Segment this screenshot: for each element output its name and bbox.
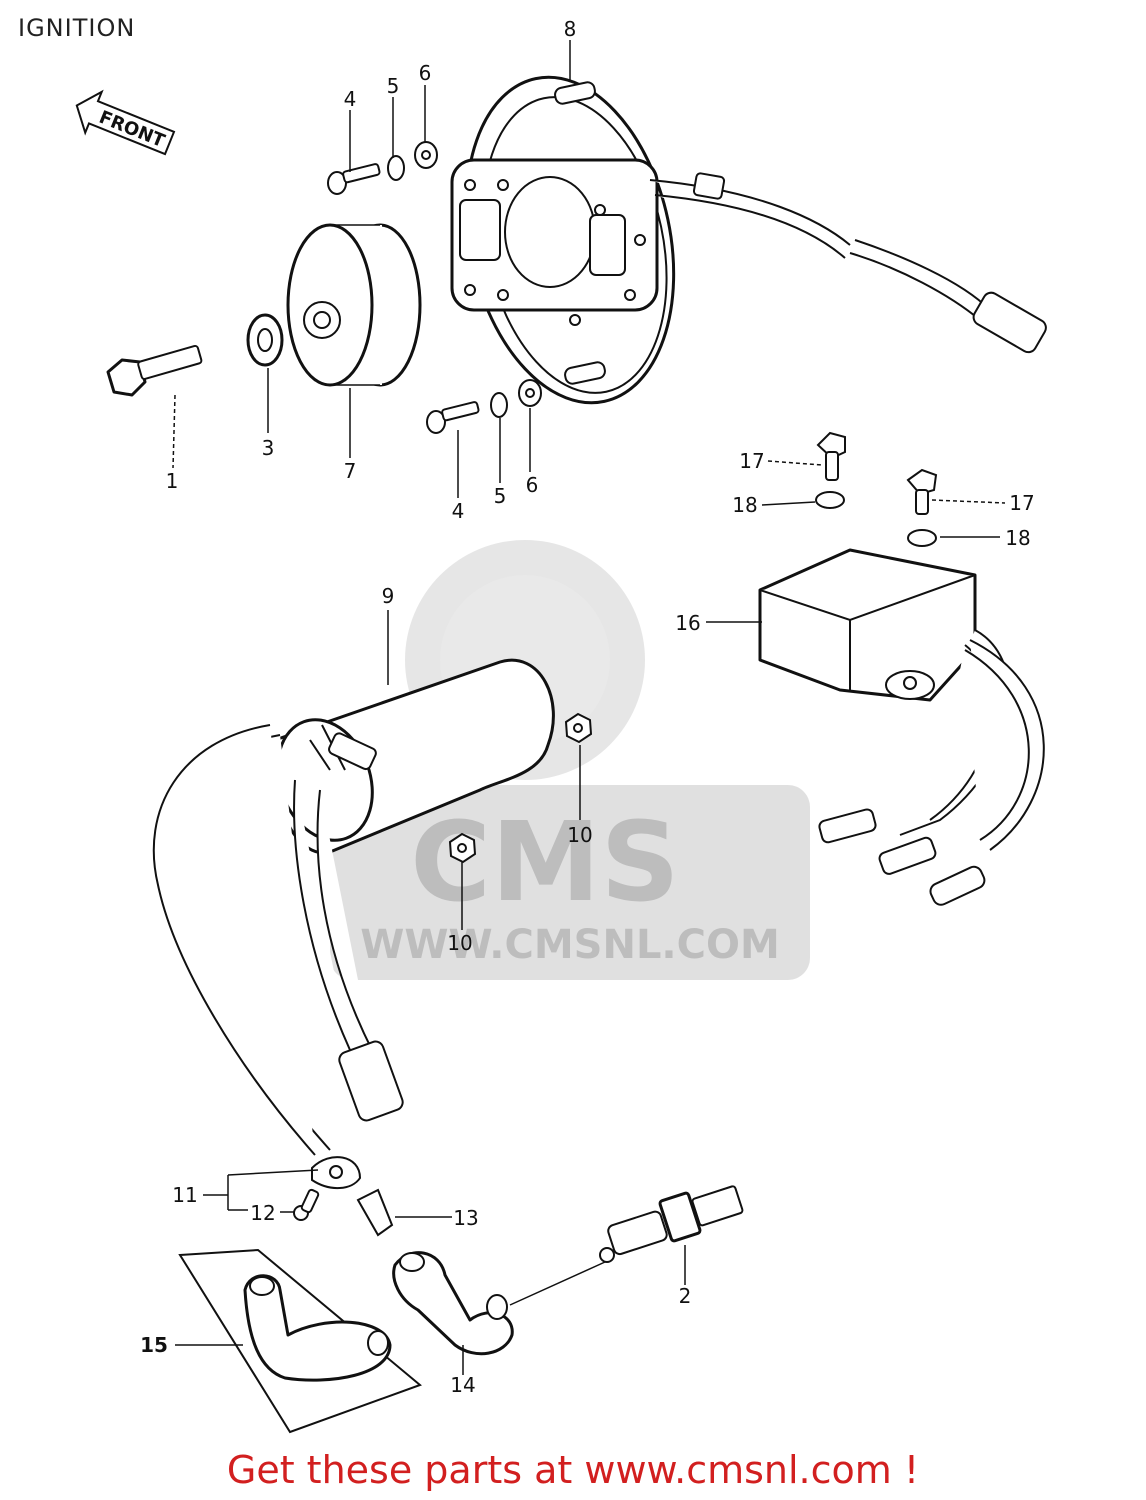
callout-6-top: 6 [419,61,432,85]
footer-link[interactable]: Get these parts at www.cmsnl.com ! [226,1448,920,1492]
front-arrow-label: FRONT [96,107,168,153]
callout-14: 14 [450,1373,475,1397]
callout-18-right: 18 [1005,526,1030,550]
callout-labels: 8 4 5 6 1 3 7 4 5 6 17 18 17 18 16 9 10 … [140,17,1035,1397]
front-arrow: FRONT [75,89,176,156]
watermark-logo-text: CMS [410,798,679,926]
callout-11: 11 [172,1183,197,1207]
screw-set-top [327,141,438,195]
callout-12: 12 [250,1201,275,1225]
callout-9: 9 [382,584,395,608]
page-title: IGNITION [18,14,136,42]
callout-15: 15 [140,1333,168,1357]
callout-17-left: 17 [739,449,764,473]
nut-part-10 [448,712,593,864]
flywheel-rotor-part-7 [286,223,422,387]
callout-6-bottom: 6 [526,473,539,497]
callout-8: 8 [564,17,577,41]
callout-18-left: 18 [732,493,757,517]
callout-3: 3 [262,436,275,460]
cdi-unit-part-16 [758,548,1045,906]
terminal-part-13 [356,1188,394,1237]
callout-7: 7 [344,459,357,483]
screw-set-bottom [426,379,542,434]
callout-10-right: 10 [567,823,592,847]
plug-cap-part-14 [392,1251,514,1356]
callout-1: 1 [166,469,179,493]
callout-16: 16 [675,611,700,635]
clamp-screw-part-11-12 [293,1156,362,1221]
plug-cap-kit-part-15 [178,1248,422,1434]
callout-5-bottom: 5 [494,484,507,508]
ignition-coil-part-9 [152,658,555,1156]
washer-part-3 [246,313,284,367]
callout-4-bottom: 4 [452,499,465,523]
callout-13: 13 [453,1206,478,1230]
stator-plate-part-8 [450,75,1047,405]
callout-17-right: 17 [1009,491,1034,515]
bolt-washer-set-right [815,431,938,547]
callout-5-top: 5 [387,74,400,98]
callout-10-left: 10 [447,931,472,955]
watermark-url-text: WWW.CMSNL.COM [360,922,780,968]
spark-plug-part-2 [599,1185,744,1263]
bolt-part-1 [106,344,203,397]
callout-4-top: 4 [344,87,357,111]
callout-2: 2 [679,1284,692,1308]
leader-lines [172,40,1006,1375]
